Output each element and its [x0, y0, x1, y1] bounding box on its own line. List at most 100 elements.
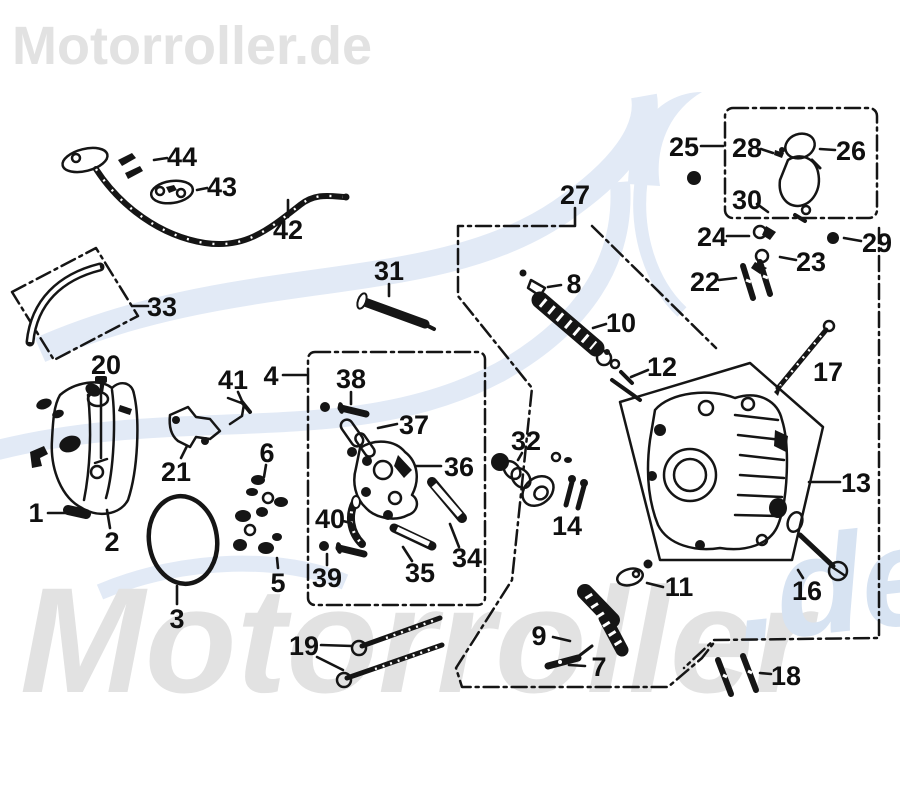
callout-label-31: 31 [374, 256, 404, 286]
part-11-plate [616, 559, 653, 587]
callout-label-3: 3 [169, 604, 184, 634]
callout-label-6: 6 [259, 438, 274, 468]
callout-leader-19 [319, 643, 354, 648]
callout-label-36: 36 [444, 452, 474, 482]
watermark-layer: Motorroller.de Motorroller .de [0, 16, 900, 724]
part-29-plug [827, 232, 839, 244]
part-16-bolt [786, 511, 849, 582]
callout-label-35: 35 [405, 558, 435, 588]
callout-label-13: 13 [841, 468, 871, 498]
callout-label-7: 7 [591, 652, 606, 682]
callout-label-37: 37 [399, 410, 429, 440]
callout-label-14: 14 [552, 511, 582, 541]
callout-label-4: 4 [263, 361, 278, 391]
line-13-extent [682, 226, 881, 670]
callout-leader-41 [236, 390, 244, 403]
swoosh-wing-tail [633, 181, 687, 317]
callout-leader-23 [778, 255, 798, 262]
part-44-clips [118, 153, 143, 179]
part-40-rod [346, 495, 366, 548]
callout-leader-2 [105, 508, 112, 530]
callout-leader-29 [842, 236, 863, 243]
callout-label-20: 20 [91, 350, 121, 380]
box-4-rocker-group [306, 350, 487, 607]
part-2-head-cover [30, 381, 139, 519]
callout-label-23: 23 [796, 247, 826, 277]
callout-label-30: 30 [732, 185, 762, 215]
swoosh-wing [628, 92, 702, 186]
callout-leader-19 [315, 655, 345, 672]
callout-label-34: 34 [452, 543, 482, 573]
box-25-thermostat-group [723, 106, 879, 223]
callout-label-17: 17 [813, 357, 843, 387]
callout-leader-6 [262, 463, 268, 479]
callout-leader-5 [275, 556, 280, 570]
part-34-dowel [427, 477, 467, 523]
callout-leader-26 [818, 147, 837, 152]
swoosh-curve-1 [34, 93, 658, 362]
part-25-plug [687, 171, 701, 185]
callout-leader-43 [195, 186, 209, 192]
callout-leader-7 [567, 663, 587, 668]
site-logo-text: Motorroller.de [12, 16, 372, 76]
callout-label-8: 8 [566, 269, 581, 299]
callout-label-38: 38 [336, 364, 366, 394]
callout-label-22: 22 [690, 267, 720, 297]
swoosh-curve-3 [96, 555, 349, 600]
part-5-washers [233, 507, 282, 554]
callout-leader-9 [551, 635, 572, 643]
part-10-valve-spring [531, 291, 613, 367]
callout-leader-30 [755, 202, 770, 214]
part-6-washers [246, 475, 288, 507]
callout-label-5: 5 [270, 568, 285, 598]
callout-leader-37 [376, 422, 399, 430]
callout-leader-32 [516, 451, 524, 462]
callout-leader-28 [759, 147, 775, 155]
callout-label-42: 42 [273, 215, 303, 245]
callout-label-16: 16 [792, 576, 822, 606]
part-31-bolt [356, 292, 436, 331]
callout-leader-8 [546, 283, 563, 289]
part-7-valve [544, 644, 594, 670]
callout-leader-22 [717, 276, 738, 282]
part-9-valve-spring [577, 584, 629, 657]
callout-label-1: 1 [28, 498, 43, 528]
callout-label-25: 25 [669, 132, 699, 162]
part-35-pin [389, 523, 437, 551]
callout-leader-12 [629, 368, 650, 379]
callout-label-18: 18 [771, 661, 801, 691]
part-39-bolt [319, 541, 368, 558]
callout-label-11: 11 [665, 572, 694, 602]
callout-label-10: 10 [606, 308, 636, 338]
callout-label-28: 28 [732, 133, 762, 163]
callout-leader-34 [448, 522, 461, 549]
callout-label-21: 21 [161, 457, 191, 487]
callout-label-41: 41 [218, 365, 248, 395]
callout-leader-21 [179, 444, 189, 460]
callout-label-26: 26 [836, 136, 866, 166]
watermark-suffix-text: .de [729, 495, 900, 672]
parts-artwork [10, 106, 881, 697]
callout-leader-35 [401, 545, 414, 563]
callout-label-33: 33 [147, 292, 177, 322]
part-19-bolts [335, 615, 445, 689]
callout-leader-18 [758, 671, 773, 676]
part-21-bracket [168, 405, 222, 449]
part-33-gasket-strip [10, 246, 140, 362]
part-22-studs [740, 259, 773, 301]
part-18-studs [715, 653, 759, 697]
callout-leader-11 [645, 581, 665, 589]
callout-label-43: 43 [207, 172, 237, 202]
part-17-stud [774, 319, 836, 396]
callout-leader-16 [796, 568, 805, 580]
callout-label-39: 39 [312, 563, 342, 593]
callout-label-32: 32 [511, 426, 541, 456]
part-32-spark-plug [491, 453, 555, 508]
callout-leader-44 [152, 156, 169, 162]
region-27-outline [454, 224, 718, 689]
part-14-screws [550, 451, 588, 511]
callout-label-27: 27 [560, 180, 590, 210]
callout-label-40: 40 [315, 504, 345, 534]
callout-label-2: 2 [104, 527, 119, 557]
